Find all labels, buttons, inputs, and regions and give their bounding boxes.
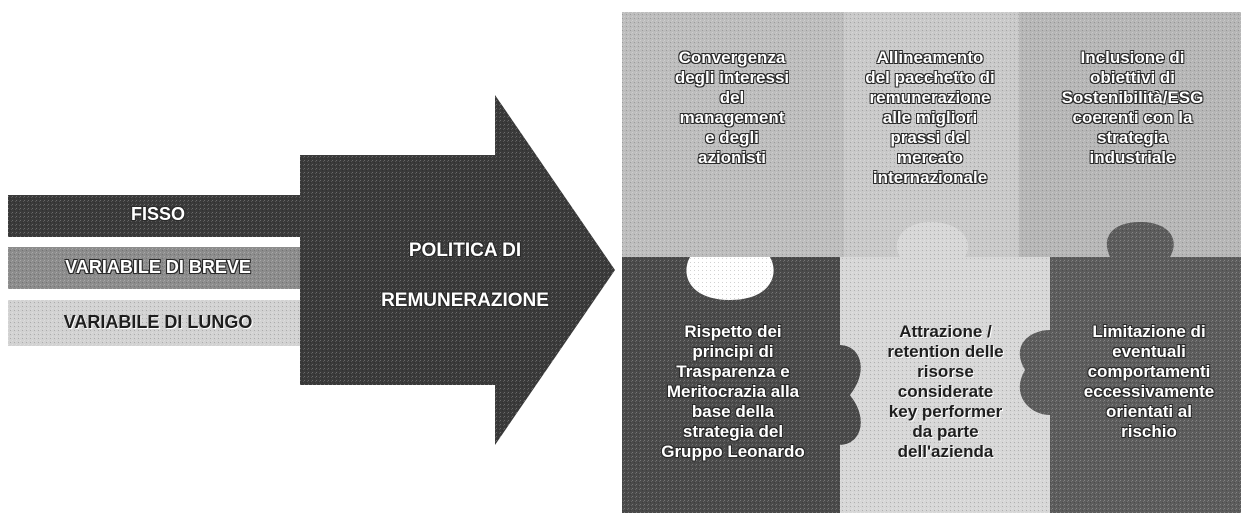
arrow-label-line2: REMUNERAZIONE xyxy=(381,290,549,311)
bar-variabile-breve-label: VARIABILE DI BREVE xyxy=(65,257,251,277)
policy-arrow xyxy=(300,95,615,445)
bar-fisso-label: FISSO xyxy=(130,204,185,224)
puzzle-text-top-center: Allineamento del pacchetto di remunerazi… xyxy=(865,48,995,188)
arrow-label-line1: POLITICA DI xyxy=(408,240,522,261)
bar-variabile-lungo xyxy=(8,300,308,346)
puzzle-text-bottom-center: Attrazione / retention delle risorse con… xyxy=(887,322,1004,462)
puzzle-text-top-right: Inclusione di obiettivi di Sostenibilità… xyxy=(1061,48,1204,168)
puzzle-board xyxy=(622,12,1241,513)
bar-fisso xyxy=(8,195,308,237)
puzzle-text-bottom-left: Rispetto dei principi di Trasparenza e M… xyxy=(661,322,805,462)
puzzle-text-top-left: Convergenza degli interessi del manageme… xyxy=(674,48,790,168)
bar-variabile-lungo-label: VARIABILE DI LUNGO xyxy=(63,312,253,332)
puzzle-text-bottom-right: Limitazione di eventuali comportamenti e… xyxy=(1083,322,1215,442)
